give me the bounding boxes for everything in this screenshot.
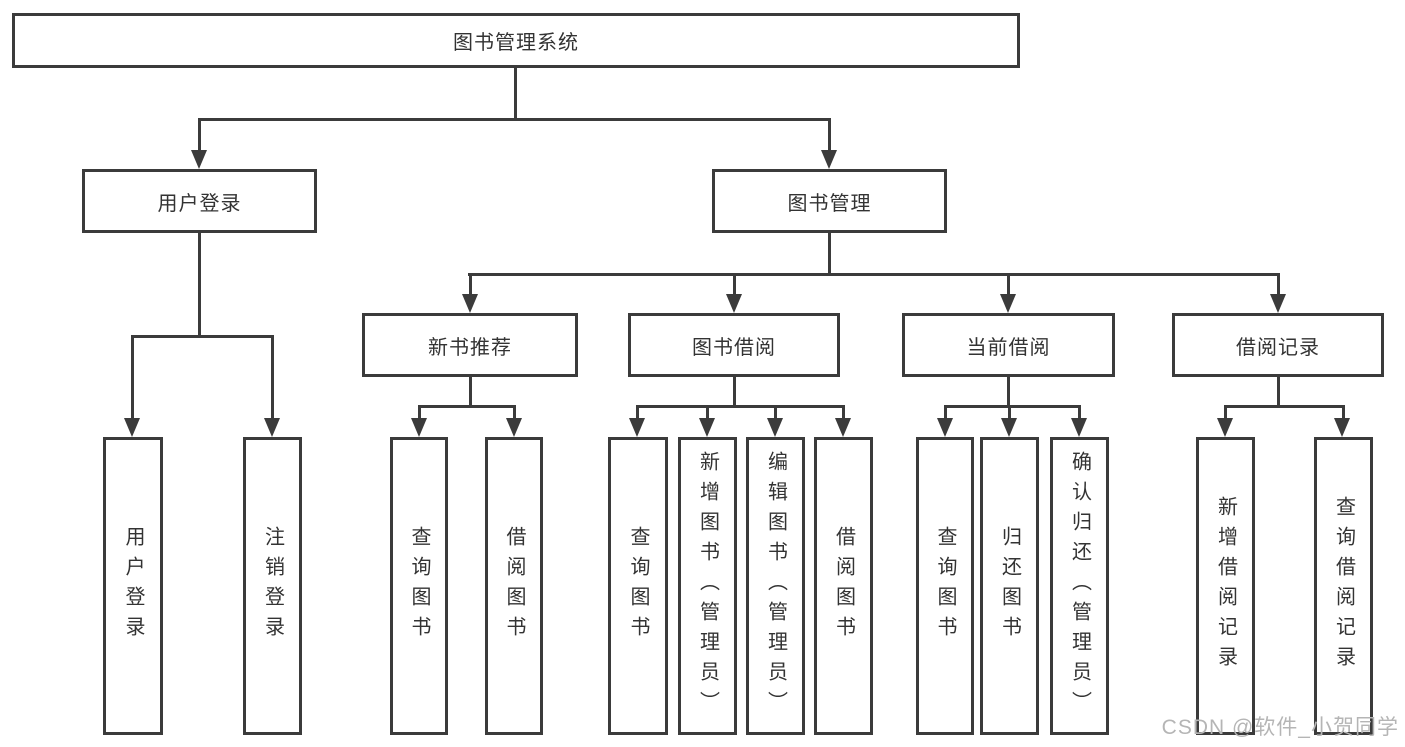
arrow-book-mgmt [821,150,837,169]
connector-leaf-s2c1-stem [1008,405,1011,420]
arrow-leaf-s1c3 [835,418,851,437]
connector-leaf-s1c3-stem [842,405,845,420]
arrow-leaf-s0c1 [506,418,522,437]
connector-leaf-s1c2-stem [774,405,777,420]
arrow-leaf-s2c1 [1001,418,1017,437]
leaf-query-book-1-box: 查询图书 [390,437,448,735]
connector-sec0-down [469,377,472,407]
connector-leaf-s3c0-stem [1224,405,1227,420]
section-current-borrow-box: 当前借阅 [902,313,1115,377]
arrow-leaf-s3c1 [1334,418,1350,437]
leaf-logout-label: 注销登录 [261,526,284,646]
leaf-query-borrow-record-box: 查询借阅记录 [1314,437,1373,735]
leaf-borrow-book-2-label: 借阅图书 [832,526,855,646]
connector-sec1-split [636,405,845,408]
connector-leaf-s3c1-stem [1342,405,1345,420]
connector-sec2-stem [1007,273,1010,296]
connector-leaf-s2c2-stem [1078,405,1081,420]
arrow-leaf-s2c0 [937,418,953,437]
branch-user-login-label: 用户登录 [157,192,242,215]
connector-sec1-stem [733,273,736,296]
arrow-leaf-logout [264,418,280,437]
connector-leaf-s1c1-stem [706,405,709,420]
section-current-borrow-label: 当前借阅 [966,336,1051,359]
connector-leaf-s2c0-stem [944,405,947,420]
connector-sec3-stem [1277,273,1280,296]
leaf-user-login-label: 用户登录 [122,526,144,646]
connector-leaf-s1c0-stem [636,405,639,420]
connector-level1-split [198,118,831,121]
section-book-borrow-box: 图书借阅 [628,313,840,377]
arrow-leaf-s0c0 [411,418,427,437]
arrow-sec0 [462,294,478,313]
leaf-borrow-book-2-box: 借阅图书 [814,437,873,735]
section-new-book-box: 新书推荐 [362,313,578,377]
arrow-user-login [191,150,207,169]
connector-book-mgmt-down [828,233,831,275]
section-borrow-record-label: 借阅记录 [1236,336,1320,359]
arrow-leaf-s3c0 [1217,418,1233,437]
connector-leaf-logout-stem [271,335,274,419]
leaf-logout-box: 注销登录 [243,437,302,735]
leaf-return-book-label: 归还图书 [998,526,1021,646]
leaf-edit-book-admin-label: 编辑图书（管理员） [764,451,787,721]
watermark-text: CSDN @软件_小贺同学 [1161,716,1399,739]
arrow-leaf-s1c0 [629,418,645,437]
arrow-sec2 [1000,294,1016,313]
connector-sec1-down [733,377,736,407]
branch-user-login-box: 用户登录 [82,169,317,233]
root-label: 图书管理系统 [453,32,579,54]
arrow-leaf-login [124,418,140,437]
arrow-leaf-s2c2 [1071,418,1087,437]
branch-book-mgmt-label: 图书管理 [787,192,872,215]
leaf-query-book-2-box: 查询图书 [608,437,668,735]
leaf-add-borrow-record-box: 新增借阅记录 [1196,437,1255,735]
leaf-return-book-box: 归还图书 [980,437,1039,735]
connector-leaf-s0c0-stem [418,405,421,420]
branch-book-mgmt-box: 图书管理 [712,169,947,233]
connector-sec3-down [1277,377,1280,407]
leaf-query-book-1-label: 查询图书 [408,526,430,646]
connector-sec0-stem [469,273,472,296]
section-borrow-record-box: 借阅记录 [1172,313,1384,377]
leaf-user-login-box: 用户登录 [103,437,163,735]
section-new-book-label: 新书推荐 [428,336,512,359]
leaf-borrow-book-1-label: 借阅图书 [503,526,525,646]
leaf-query-book-3-label: 查询图书 [934,526,956,646]
arrow-leaf-s1c2 [767,418,783,437]
connector-book-mgmt-stem [828,118,831,151]
connector-level3-split [468,273,1280,276]
root-box: 图书管理系统 [12,13,1020,68]
connector-sec2-split [944,405,1081,408]
leaf-confirm-return-admin-label: 确认归还（管理员） [1068,451,1091,721]
connector-root-stem [514,68,517,118]
leaf-add-book-admin-box: 新增图书（管理员） [678,437,737,735]
connector-leaf-s0c1-stem [513,405,516,420]
connector-sec3-split [1224,405,1345,408]
leaf-edit-book-admin-box: 编辑图书（管理员） [746,437,805,735]
arrow-sec1 [726,294,742,313]
leaf-confirm-return-admin-box: 确认归还（管理员） [1050,437,1109,735]
connector-sec0-split [418,405,516,408]
arrow-sec3 [1270,294,1286,313]
section-book-borrow-label: 图书借阅 [692,336,776,359]
leaf-add-borrow-record-label: 新增借阅记录 [1214,496,1237,676]
connector-leaf-login-stem [131,335,134,419]
leaf-add-book-admin-label: 新增图书（管理员） [696,451,719,721]
leaf-query-borrow-record-label: 查询借阅记录 [1332,496,1355,676]
leaf-query-book-2-label: 查询图书 [627,526,649,646]
connector-user-login-stem [198,118,201,151]
connector-user-login-split [131,335,274,338]
leaf-query-book-3-box: 查询图书 [916,437,974,735]
leaf-borrow-book-1-box: 借阅图书 [485,437,543,735]
connector-user-login-down [198,233,201,337]
connector-sec2-down [1007,377,1010,407]
arrow-leaf-s1c1 [699,418,715,437]
